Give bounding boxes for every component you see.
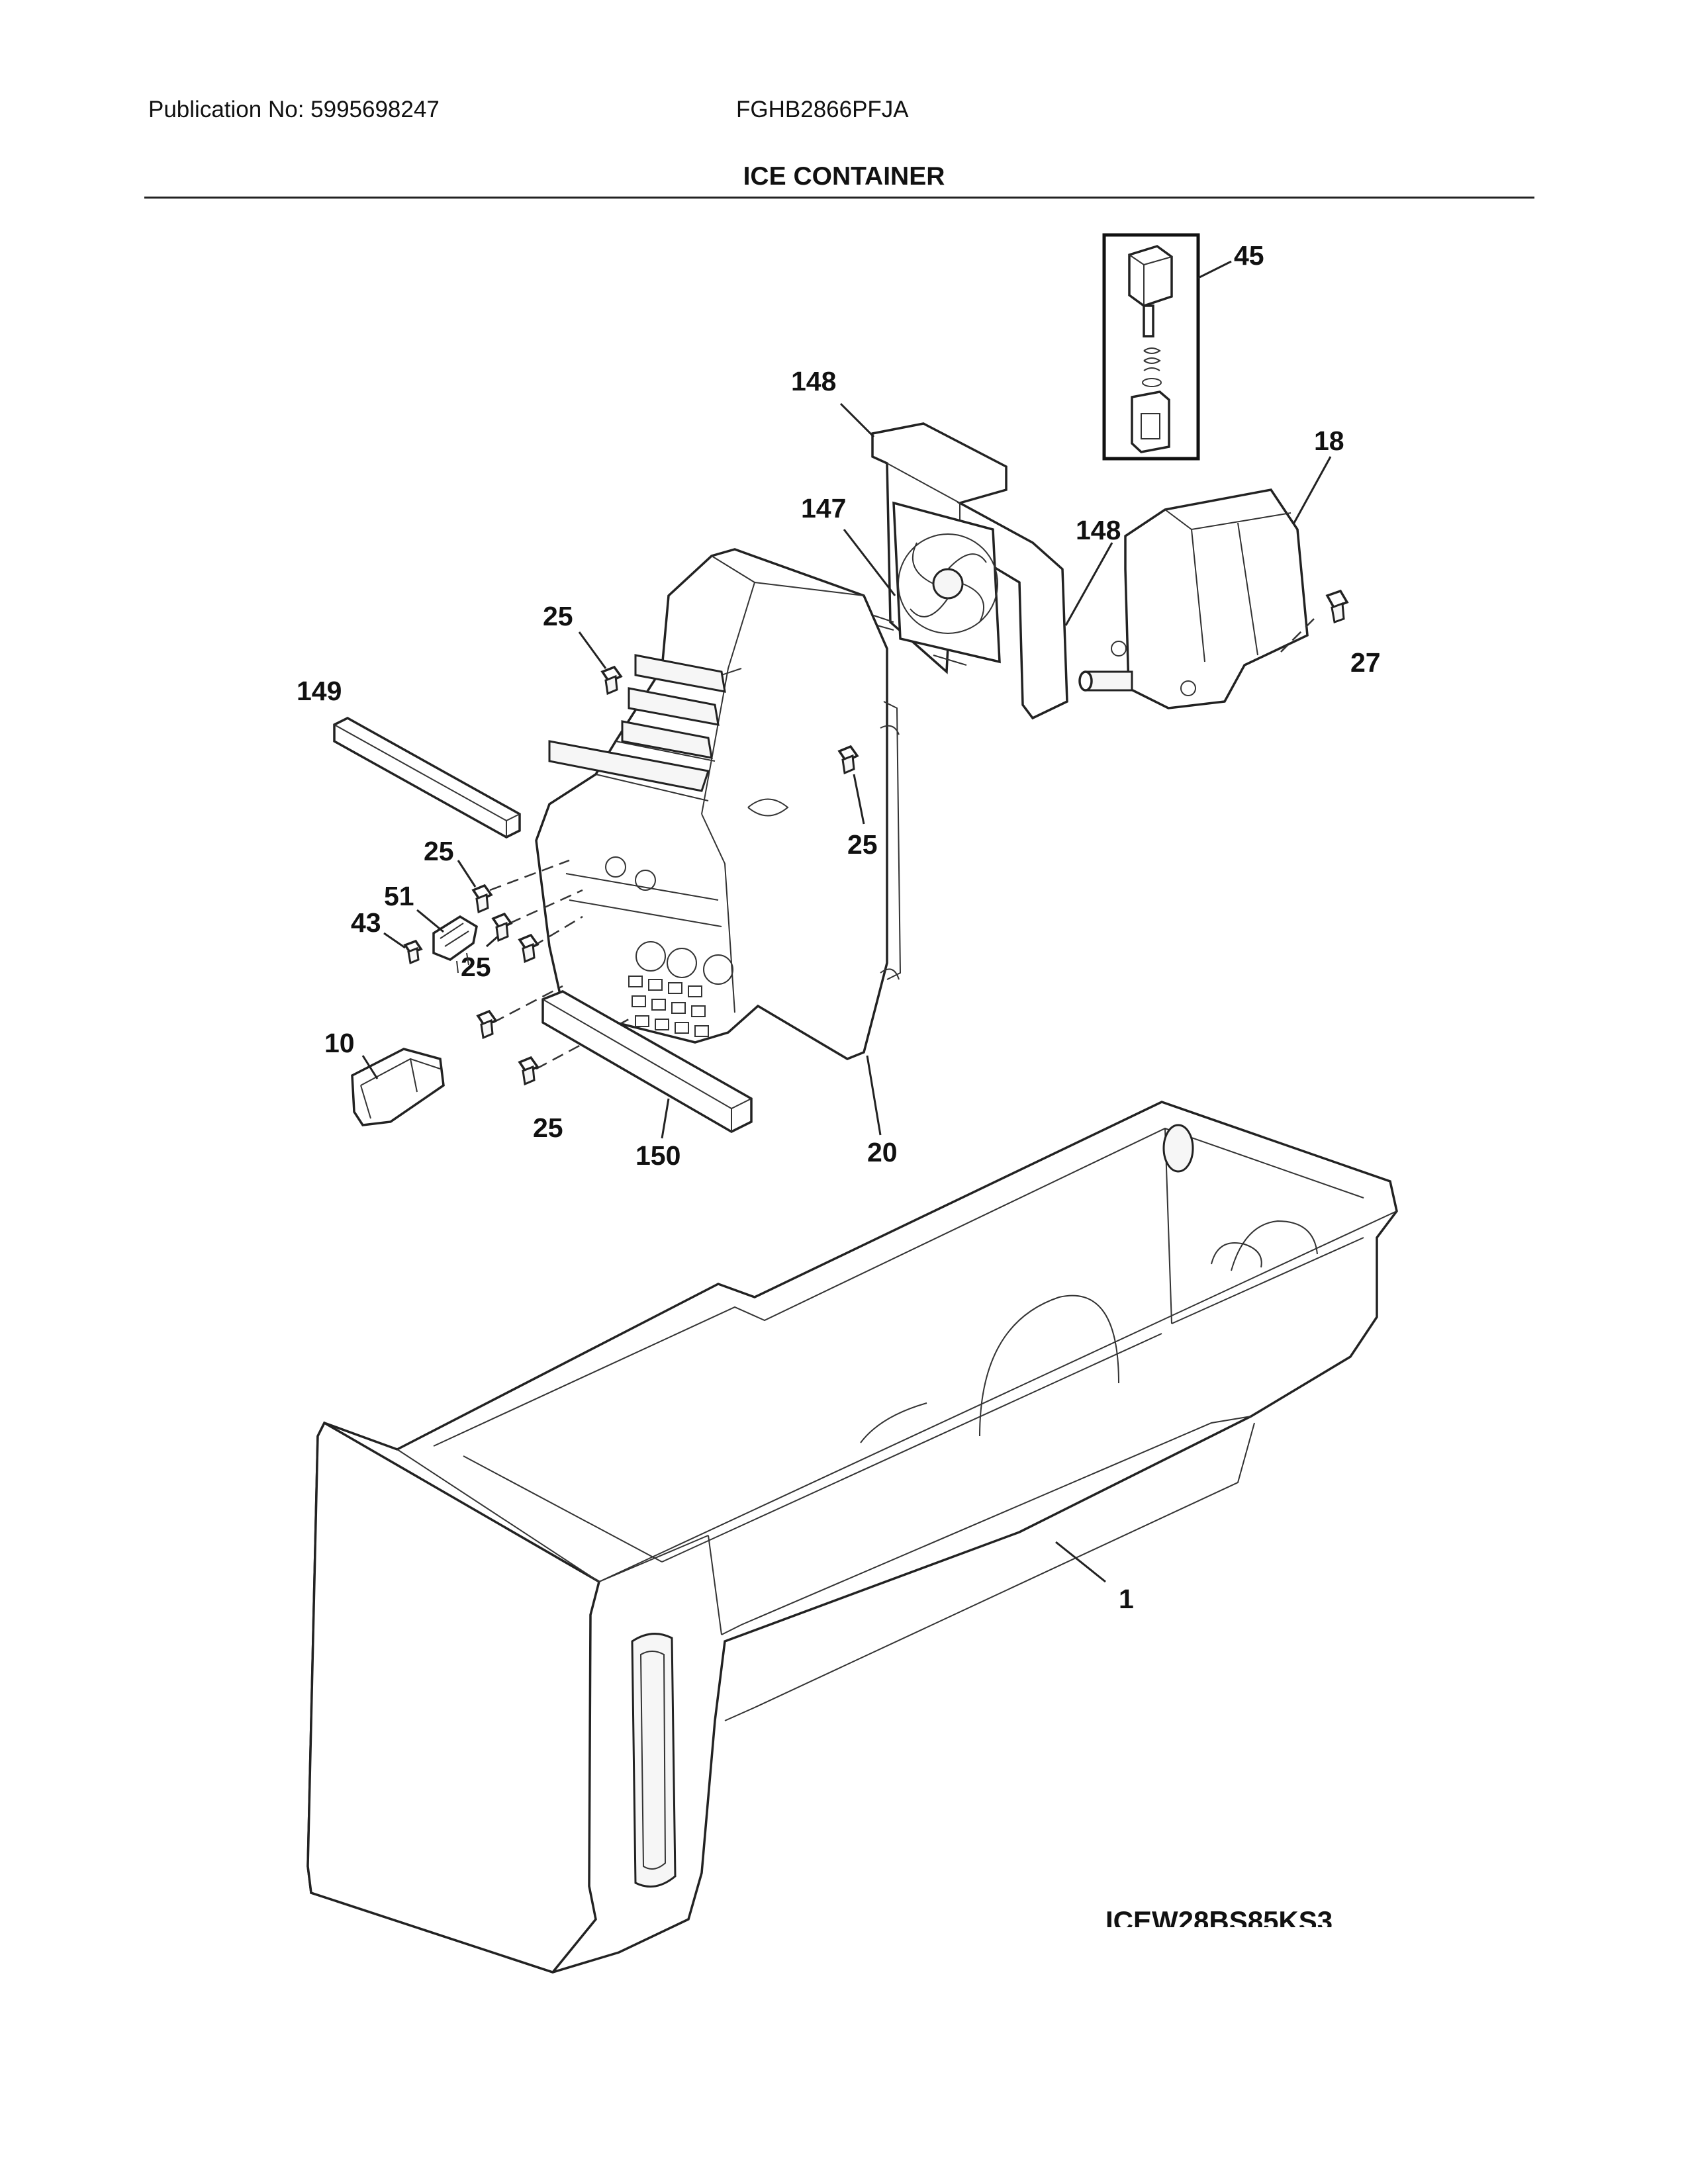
part-27-screw[interactable] — [1325, 589, 1349, 624]
leader-45 — [1197, 260, 1232, 279]
dashed-line-25-d2 — [532, 915, 583, 948]
callout-45: 45 — [1234, 240, 1264, 271]
callout-149: 149 — [297, 676, 342, 706]
dashed-line-25-e — [492, 985, 563, 1024]
callout-150: 150 — [635, 1140, 680, 1171]
diagram-code-clip: ICEW28BS85KS3 — [1105, 1905, 1333, 1936]
part-25-screw-a[interactable] — [600, 665, 623, 696]
leader-150 — [661, 1098, 670, 1139]
part-45-solenoid-kit[interactable] — [1102, 233, 1200, 461]
dashed-line-25-d — [509, 889, 583, 925]
callout-148-top: 148 — [791, 366, 836, 396]
callout-20: 20 — [867, 1137, 898, 1167]
part-25-screw-d1[interactable] — [491, 912, 513, 942]
part-150-foam-strip[interactable] — [541, 990, 753, 1133]
callout-148-right: 148 — [1076, 515, 1121, 545]
leader-1 — [1055, 1541, 1106, 1583]
callout-25-e: 25 — [533, 1113, 563, 1143]
part-25-screw-d2[interactable] — [518, 933, 539, 964]
page-title: ICE CONTAINER — [743, 162, 945, 191]
part-1-ice-bucket[interactable] — [306, 1101, 1398, 1974]
part-43-screw[interactable] — [403, 939, 423, 965]
leader-25-b — [853, 774, 865, 825]
leader-18 — [1293, 456, 1332, 523]
callout-51: 51 — [384, 881, 414, 911]
leader-25-c — [457, 860, 477, 887]
part-147-fan-motor[interactable] — [873, 501, 1001, 666]
part-25-screw-c[interactable] — [471, 884, 493, 914]
model-number: FGHB2866PFJA — [736, 97, 909, 122]
leader-43 — [383, 932, 406, 949]
leader-147 — [843, 529, 896, 596]
part-25-screw-f[interactable] — [518, 1056, 539, 1086]
callout-147: 147 — [801, 493, 846, 523]
leader-148-right — [1064, 542, 1113, 626]
part-25-screw-e[interactable] — [476, 1009, 498, 1040]
leader-148-top — [839, 402, 875, 438]
diagram-code: ICEW28BS85KS3 — [1105, 1905, 1333, 1936]
part-18-auger-motor[interactable] — [1078, 488, 1309, 709]
leader-25-a — [578, 631, 607, 669]
part-51-switch[interactable] — [432, 915, 478, 974]
part-20-auger-housing[interactable] — [535, 548, 902, 1060]
callout-25-c: 25 — [424, 836, 454, 866]
leader-51 — [416, 909, 444, 933]
header-divider — [144, 197, 1534, 199]
callout-1: 1 — [1119, 1584, 1134, 1614]
callout-18: 18 — [1314, 426, 1344, 456]
part-10-clip[interactable] — [351, 1048, 445, 1126]
callout-25-d: 25 — [461, 952, 491, 982]
dashed-line-27 — [1280, 618, 1315, 653]
leader-25-d — [486, 935, 498, 948]
callout-25-a: 25 — [543, 601, 573, 631]
leader-10 — [361, 1055, 379, 1079]
part-149-foam-strip[interactable] — [333, 717, 521, 839]
dashed-line-25-c — [489, 859, 570, 891]
publication-number: Publication No: 5995698247 — [148, 97, 440, 122]
callout-10: 10 — [324, 1028, 355, 1058]
callout-25-b: 25 — [847, 829, 878, 860]
callout-43: 43 — [351, 907, 381, 938]
part-25-screw-b[interactable] — [837, 745, 859, 775]
leader-20 — [866, 1055, 882, 1136]
callout-27: 27 — [1350, 647, 1381, 678]
